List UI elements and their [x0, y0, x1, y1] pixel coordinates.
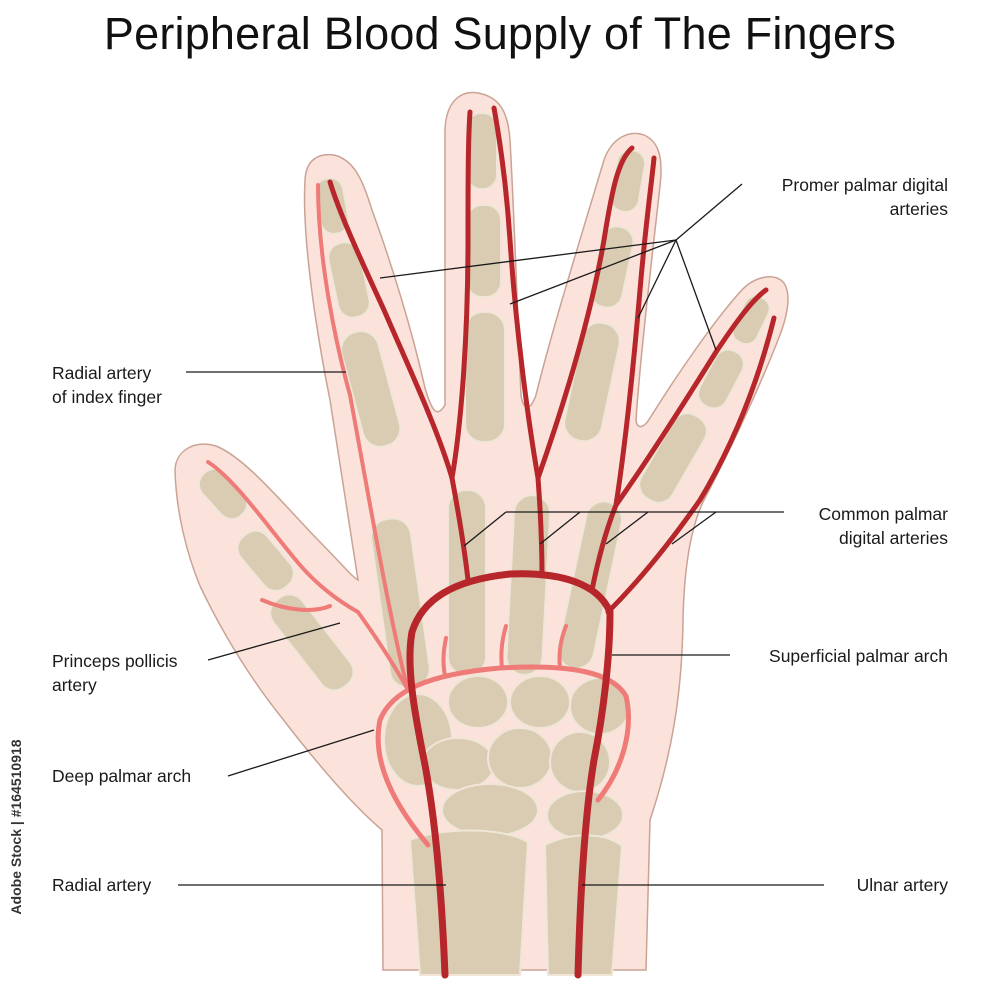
radial-artery-of-index-finger [316, 183, 410, 692]
deep-arch-branch [441, 636, 448, 678]
radius-bone [408, 829, 530, 976]
leader-line [605, 511, 649, 545]
phalanx-bone [236, 529, 295, 592]
carpal-bone [441, 783, 539, 837]
phalanx-bone [466, 204, 502, 298]
label-ulnar-artery: Ulnar artery [857, 873, 948, 897]
label-line: Deep palmar arch [52, 766, 192, 786]
phalanx-bone [731, 294, 771, 346]
leader-line [675, 239, 717, 351]
ulnar-artery [574, 608, 614, 979]
common-palmar-digital-artery [491, 105, 545, 579]
common-palmar-digital-artery [327, 179, 471, 583]
label-line: arteries [889, 199, 948, 219]
label-line: Radial artery [52, 875, 152, 895]
carpal-bone [509, 675, 571, 729]
label-superficial-palmar-arch: Superficial palmar arch [769, 644, 948, 668]
leader-line [509, 239, 677, 305]
label-radial-artery: Radial artery [52, 873, 151, 897]
leader-line [671, 511, 717, 545]
phalanx-bone [563, 321, 621, 443]
common-palmar-digital-artery [613, 287, 769, 508]
stock-watermark: Adobe Stock | #164510918 [5, 739, 27, 914]
deep-arch-branch [557, 624, 568, 670]
label-radial-artery-of-index-finger: Radial artery of index finger [52, 361, 162, 409]
leader-line [637, 239, 677, 319]
label-deep-palmar-arch: Deep palmar arch [52, 764, 191, 788]
label-line: digital arteries [839, 528, 948, 548]
page-title: Peripheral Blood Supply of The Fingers [103, 8, 897, 59]
leader-line [227, 729, 375, 777]
label-common-palmar-digital-arteries: Common palmar digital arteries [819, 502, 948, 550]
common-palmar-digital-artery [589, 155, 657, 593]
leader-line [379, 239, 677, 279]
phalanx-bone [464, 311, 506, 443]
metacarpal-bone [269, 593, 355, 692]
leader-line [675, 183, 743, 241]
light-arteries [206, 183, 631, 848]
label-line: Superficial palmar arch [769, 646, 948, 666]
phalanx-bone [638, 412, 708, 504]
label-line: Radial artery [52, 363, 152, 383]
common-palmar-digital-artery [449, 109, 473, 481]
label-line: Promer palmar digital [781, 175, 948, 195]
princeps-pollicis-artery [206, 460, 410, 692]
label-line: Princeps pollicis [52, 651, 178, 671]
label-proper-palmar-digital-arteries: Promer palmar digital arteries [782, 173, 948, 221]
phalanx-bone [340, 330, 402, 448]
leader-line [463, 511, 507, 547]
phalanx-bone [697, 348, 745, 410]
label-line: artery [52, 675, 97, 695]
carpal-bone [421, 737, 495, 791]
stock-watermark-text: Adobe Stock | #164510918 [8, 739, 24, 915]
deep-arch-branch [499, 624, 508, 670]
leader-lines [178, 183, 824, 886]
leader-line [207, 622, 341, 661]
carpal-bone [447, 675, 509, 729]
label-line: of index finger [52, 387, 162, 407]
label-princeps-pollicis-artery: Princeps pollicis artery [52, 649, 177, 697]
leader-line [539, 511, 581, 545]
label-line: Ulnar artery [856, 875, 948, 895]
label-line: Common palmar [818, 504, 948, 524]
deep-palmar-arch [375, 664, 631, 848]
common-palmar-digital-artery [605, 315, 777, 615]
carpal-bone [487, 727, 553, 789]
dark-arteries [327, 105, 777, 979]
